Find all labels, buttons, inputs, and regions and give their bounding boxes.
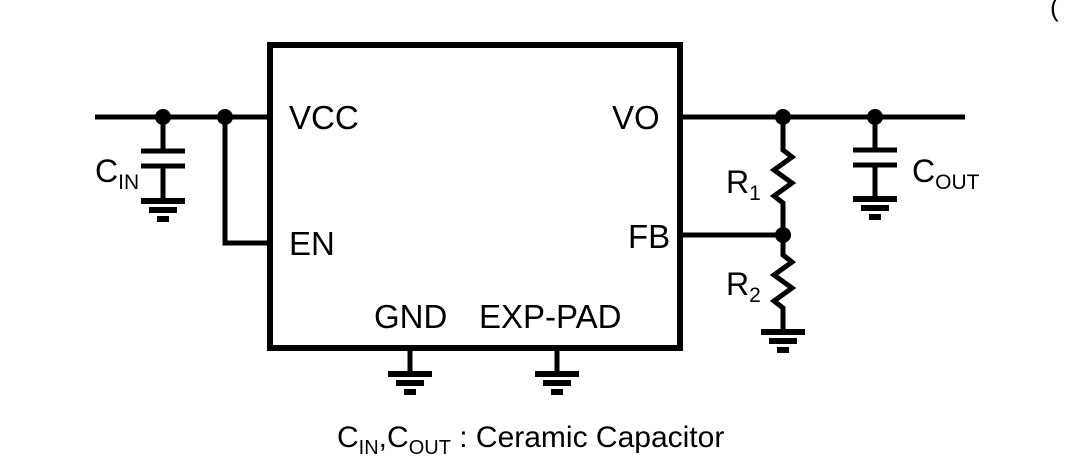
enable-wire: [222, 117, 273, 246]
cin-label: CIN: [95, 153, 139, 194]
r2-zigzag: [769, 235, 797, 332]
junction-dot-cout: [867, 109, 883, 125]
pin-label-en: EN: [289, 225, 335, 262]
cout-ground-symbol: [853, 196, 897, 220]
junction-dot-cin: [155, 109, 171, 125]
junction-dot-en: [217, 109, 233, 125]
r1-resistor: [769, 117, 797, 235]
cout-capacitor: [853, 117, 897, 199]
r2-label: R2: [726, 266, 761, 307]
pin-label-vcc: VCC: [289, 99, 359, 136]
cin-capacitor: [141, 117, 185, 201]
r2-ground-symbol: [761, 329, 805, 353]
pin-label-fb: FB: [628, 218, 670, 255]
ic-body: [267, 42, 683, 351]
enable-branch: [222, 117, 273, 246]
pin-label-gnd: GND: [374, 298, 447, 335]
r1-zigzag: [769, 117, 797, 235]
r1-label: R1: [726, 164, 761, 205]
cout-label: COUT: [912, 153, 980, 194]
caption: CIN,COUT : Ceramic Capacitor: [337, 421, 724, 459]
junction-dot-fb: [775, 227, 791, 243]
exp-pad-ground-symbol: [535, 371, 579, 395]
cropped-text-fragment: (: [1050, 0, 1059, 22]
pin-label-vo: VO: [612, 99, 660, 136]
gnd-pin-ground-symbol: [388, 371, 432, 395]
r2-resistor: [769, 235, 797, 332]
junction-dot-r1: [775, 109, 791, 125]
pin-label-exp-pad: EXP-PAD: [479, 298, 621, 335]
cin-ground-symbol: [141, 198, 185, 222]
